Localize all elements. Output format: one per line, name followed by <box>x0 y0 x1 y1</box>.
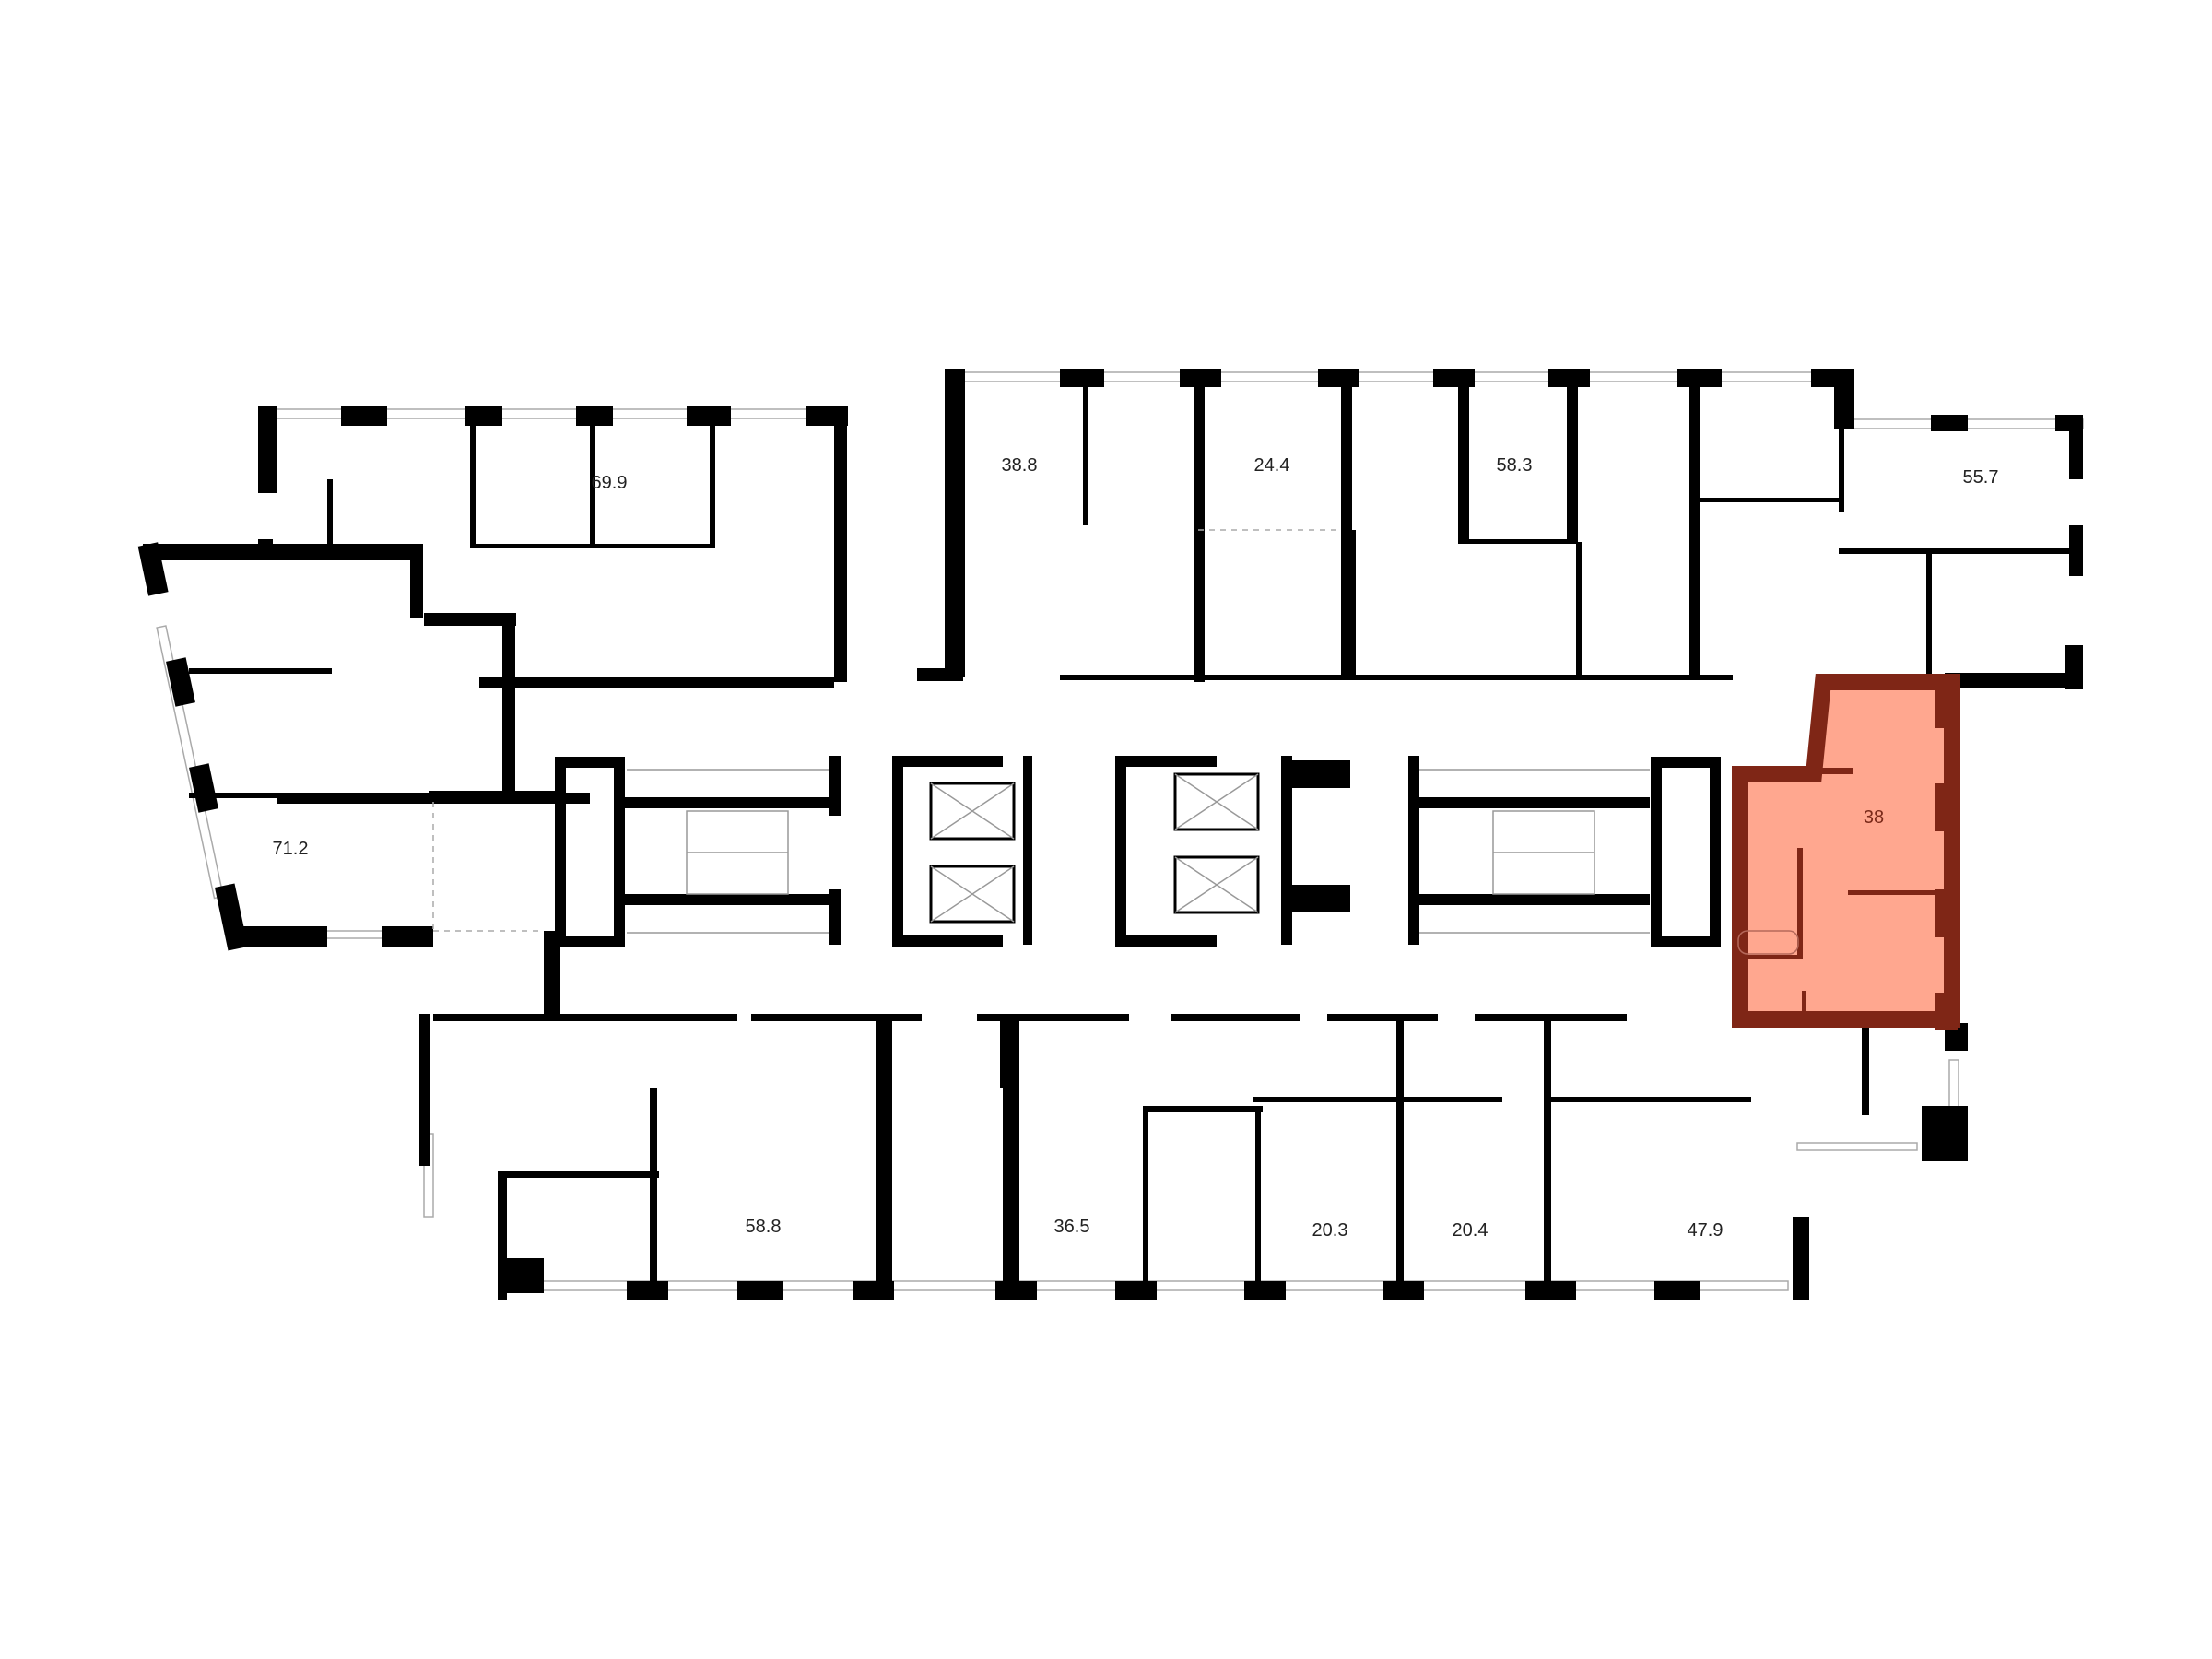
apartment-labels: 69.9 38.8 24.4 58.3 55.7 71.2 38 58.8 36… <box>273 455 1999 1241</box>
corridor-lines <box>432 529 1650 934</box>
staircase-left <box>686 810 789 895</box>
walls <box>137 369 2083 1300</box>
staircase-right <box>1492 810 1595 895</box>
apartment-area-label[interactable]: 69.9 <box>592 473 628 493</box>
apartment-38-highlight[interactable] <box>1732 674 1960 1030</box>
elevators <box>929 772 1260 924</box>
apartment-area-label[interactable]: 55.7 <box>1963 467 1999 488</box>
apartment-area-label[interactable]: 36.5 <box>1054 1217 1090 1237</box>
apartment-area-label[interactable]: 71.2 <box>273 839 309 859</box>
apartment-area-label[interactable]: 24.4 <box>1254 455 1290 476</box>
apartment-area-label[interactable]: 20.3 <box>1312 1220 1348 1241</box>
apartment-area-label[interactable]: 20.4 <box>1453 1220 1488 1241</box>
selected-apartment-area-label[interactable]: 38 <box>1864 807 1884 828</box>
apartment-area-label[interactable]: 58.3 <box>1497 455 1533 476</box>
apartment-area-label[interactable]: 38.8 <box>1002 455 1038 476</box>
apartment-area-label[interactable]: 58.8 <box>746 1217 782 1237</box>
apartment-area-label[interactable]: 47.9 <box>1688 1220 1724 1241</box>
